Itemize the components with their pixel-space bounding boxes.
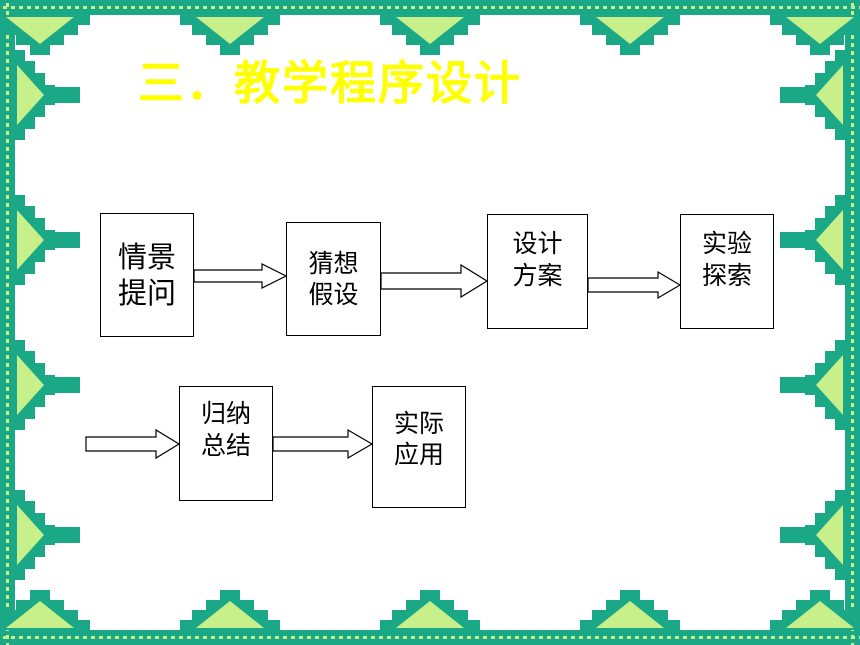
step-box-experiment: 实验 探索 <box>680 214 774 329</box>
step-label: 实验 探索 <box>701 229 752 290</box>
step-box-hypothesis: 猜想 假设 <box>286 222 381 336</box>
border-motif-right <box>816 505 843 565</box>
border-motif-bottom <box>6 601 74 628</box>
border-motif-top <box>786 17 854 44</box>
flow-arrow-icon <box>85 428 181 460</box>
step-box-inquiry: 情景 提问 <box>100 213 194 337</box>
border-motif-top <box>596 17 664 44</box>
step-label: 情景 提问 <box>117 239 176 310</box>
border-motif-right <box>816 355 843 415</box>
border-motif-bottom <box>786 601 854 628</box>
step-box-design: 设计 方案 <box>487 214 588 329</box>
border-motif-right <box>816 65 843 125</box>
flow-arrow-icon <box>380 263 489 299</box>
flow-arrow-icon <box>272 428 374 460</box>
step-label: 设计 方案 <box>512 229 563 290</box>
border-right <box>845 0 860 645</box>
border-motif-bottom <box>196 601 264 628</box>
step-label: 实际 应用 <box>393 408 444 469</box>
border-motif-right <box>816 210 843 270</box>
border-motif-top <box>196 17 264 44</box>
border-left <box>0 0 15 645</box>
flow-arrow-icon <box>587 270 682 300</box>
border-motif-left <box>17 65 44 125</box>
border-motif-left <box>17 505 44 565</box>
border-motif-left <box>17 355 44 415</box>
border-motif-top <box>6 17 74 44</box>
step-label: 归纳 总结 <box>200 399 251 460</box>
border-motif-bottom <box>596 601 664 628</box>
border-motif-left <box>17 210 44 270</box>
slide-title: 三．教学程序设计 <box>138 56 522 110</box>
step-box-summary: 归纳 总结 <box>179 386 273 501</box>
step-label: 猜想 假设 <box>308 248 359 309</box>
border-motif-bottom <box>396 601 464 628</box>
step-box-application: 实际 应用 <box>372 386 466 508</box>
flow-arrow-icon <box>193 263 288 289</box>
border-motif-top <box>396 17 464 44</box>
